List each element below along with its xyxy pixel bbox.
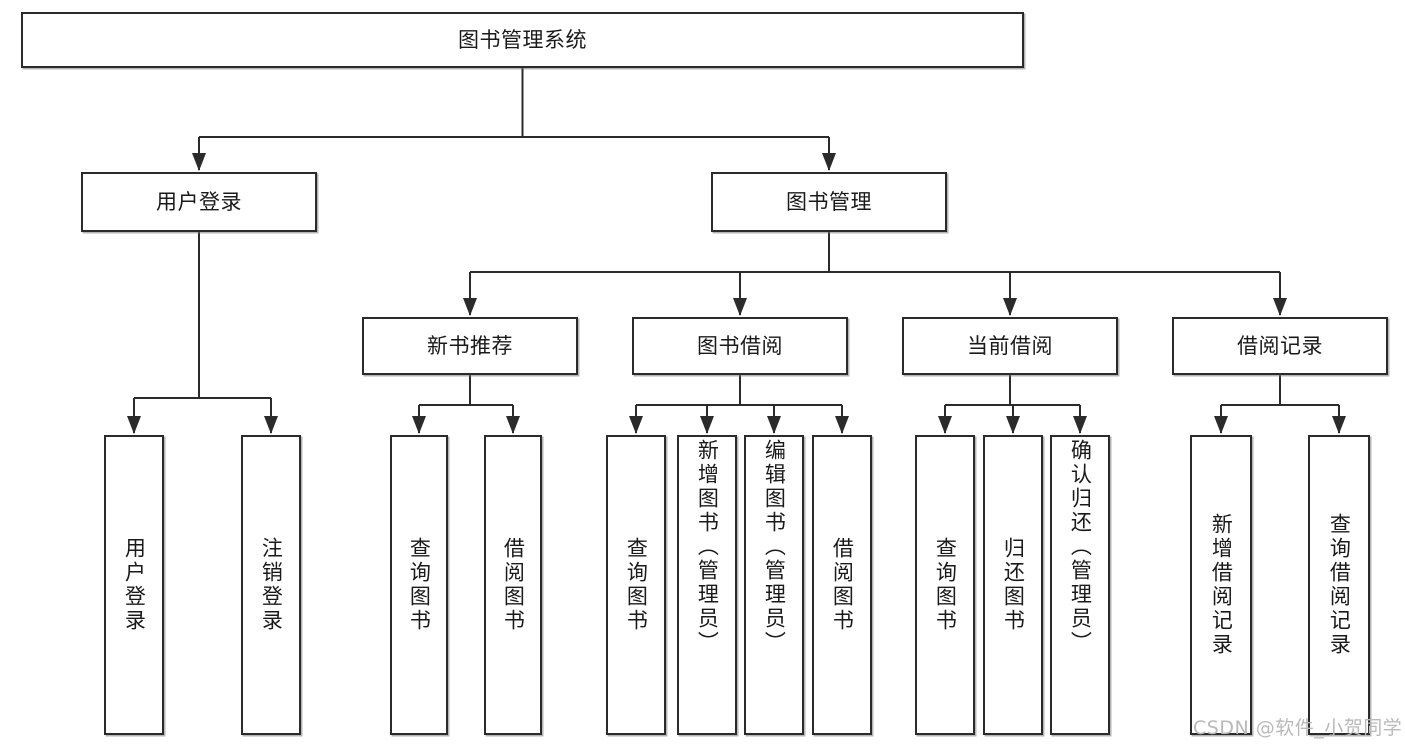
leaf-node-label: 确认归还（管理员） [1068, 439, 1093, 655]
leaf-node-box[interactable]: 归还图书 [983, 435, 1043, 735]
leaf-node-box[interactable]: 确认归还（管理员） [1050, 435, 1110, 735]
leaf-node-label: 查询图书 [933, 537, 958, 633]
leaf-node-box[interactable]: 借阅图书 [812, 435, 872, 735]
leaf-node-label: 注销登录 [259, 537, 284, 633]
watermark: CSDN @软件_小贺同学 [1193, 717, 1403, 739]
root-node-box[interactable]: 图书管理系统 [21, 12, 1024, 68]
level2-node-box[interactable]: 借阅记录 [1172, 317, 1388, 375]
leaf-node-label: 查询图书 [407, 537, 432, 633]
level2-node-label: 新书推荐 [427, 333, 513, 358]
leaf-node-label: 查询借阅记录 [1327, 513, 1352, 657]
level1-node-label: 用户登录 [156, 189, 242, 214]
level1-node-box[interactable]: 用户登录 [81, 172, 317, 232]
leaf-node-box[interactable]: 查询图书 [390, 435, 448, 735]
level1-node-label: 图书管理 [786, 189, 872, 214]
leaf-node-label: 查询图书 [624, 537, 649, 633]
level2-node-box[interactable]: 新书推荐 [362, 317, 578, 375]
root-node-label: 图书管理系统 [458, 27, 587, 52]
leaf-node-box[interactable]: 新增借阅记录 [1190, 435, 1252, 735]
leaf-node-box[interactable]: 用户登录 [104, 435, 164, 735]
leaf-node-label: 借阅图书 [830, 537, 855, 633]
leaf-node-box[interactable]: 查询图书 [606, 435, 666, 735]
leaf-node-label: 借阅图书 [501, 537, 526, 633]
level2-node-label: 图书借阅 [697, 333, 783, 358]
leaf-node-label: 新增借阅记录 [1209, 513, 1234, 657]
leaf-node-box[interactable]: 借阅图书 [484, 435, 542, 735]
leaf-node-box[interactable]: 新增图书（管理员） [677, 435, 737, 735]
level1-node-box[interactable]: 图书管理 [711, 172, 947, 232]
level2-node-box[interactable]: 当前借阅 [902, 317, 1118, 375]
leaf-node-label: 编辑图书（管理员） [762, 439, 787, 655]
leaf-node-box[interactable]: 编辑图书（管理员） [744, 435, 804, 735]
leaf-node-label: 用户登录 [122, 537, 147, 633]
leaf-node-box[interactable]: 注销登录 [241, 435, 301, 735]
level2-node-box[interactable]: 图书借阅 [632, 317, 848, 375]
leaf-node-label: 新增图书（管理员） [695, 439, 720, 655]
level2-node-label: 借阅记录 [1237, 333, 1323, 358]
leaf-node-box[interactable]: 查询图书 [915, 435, 975, 735]
leaf-node-label: 归还图书 [1001, 537, 1026, 633]
level2-node-label: 当前借阅 [967, 333, 1053, 358]
leaf-node-box[interactable]: 查询借阅记录 [1308, 435, 1370, 735]
